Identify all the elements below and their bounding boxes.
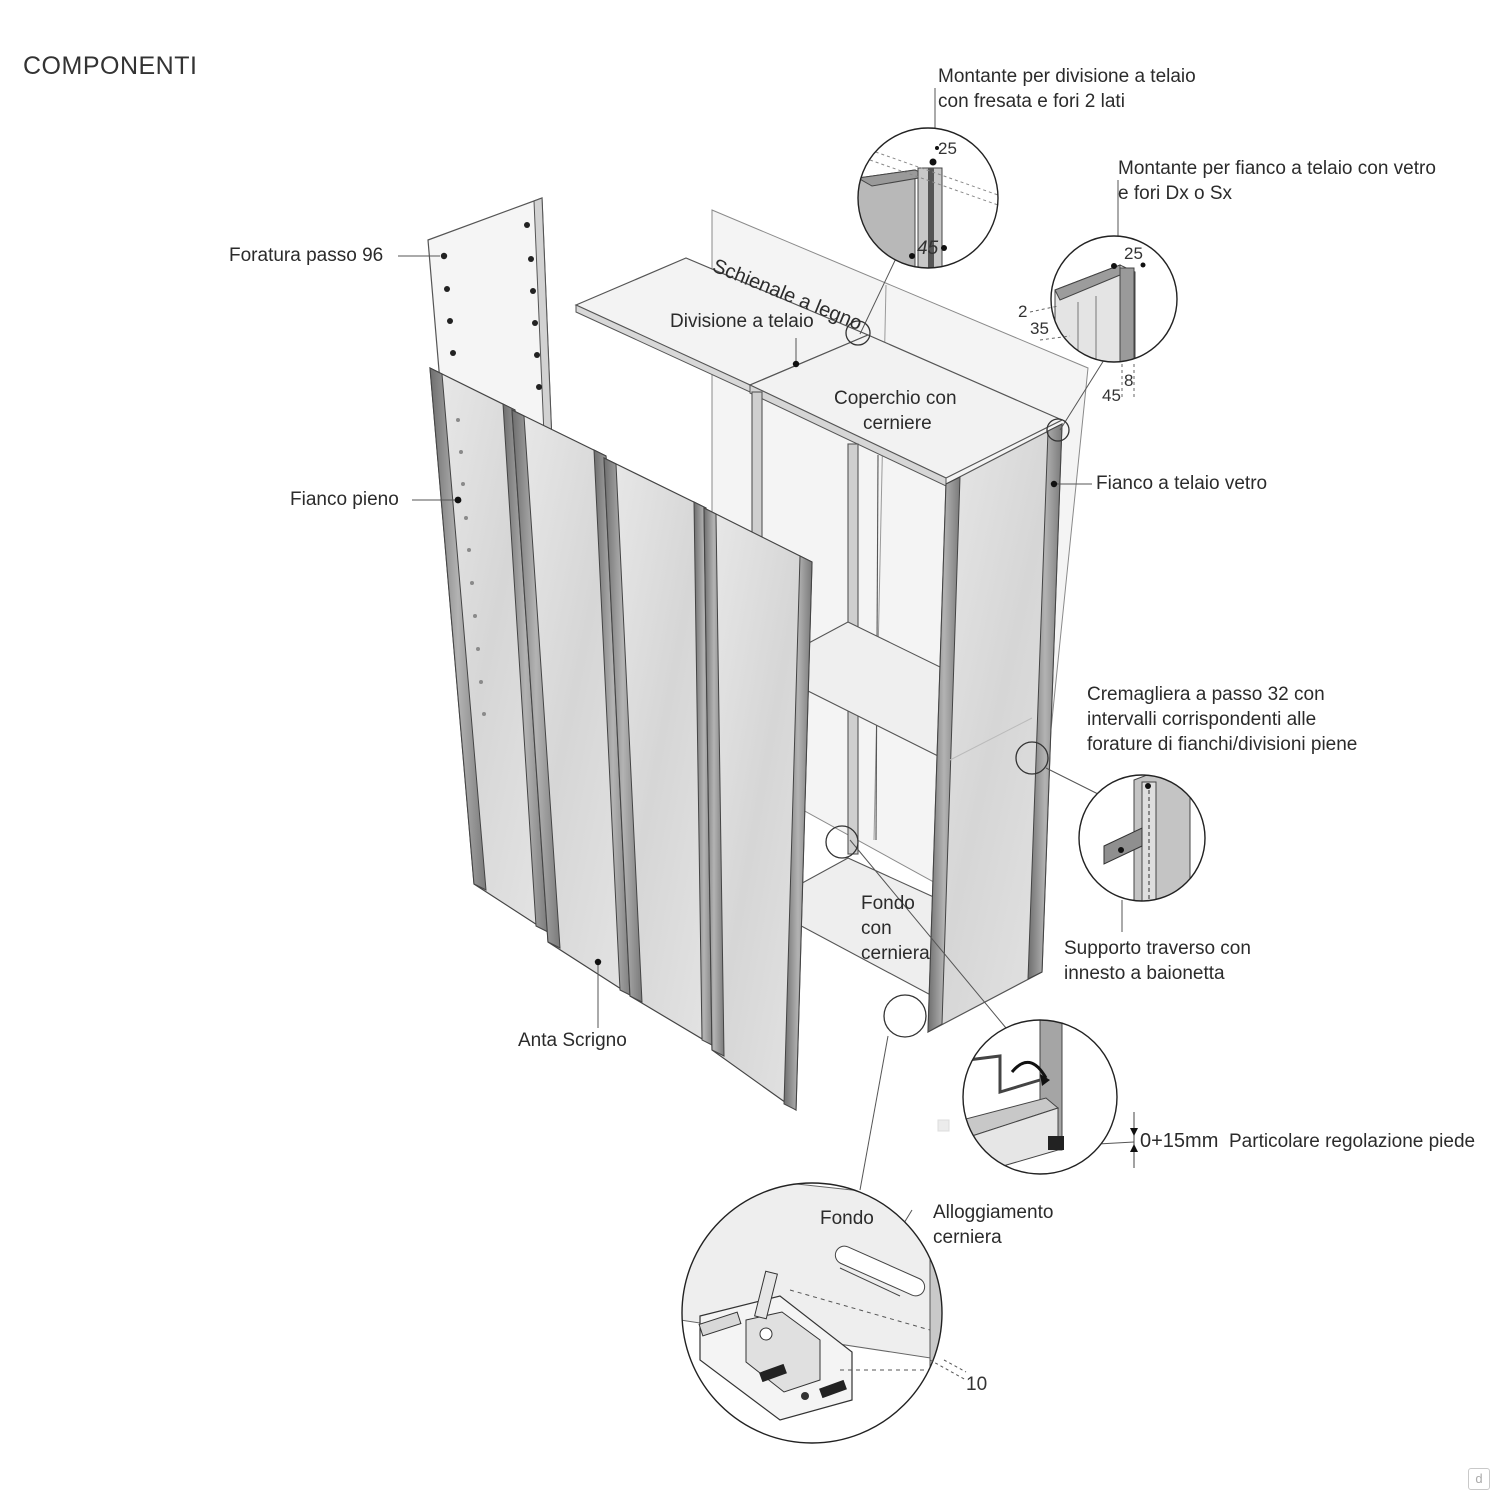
dim-45-divisione: 45 [917,238,939,259]
label-montante-div-line1: Montante per divisione a telaio [938,66,1196,87]
dim-10: 10 [966,1374,988,1395]
detail-montante-divisione [857,127,999,269]
door-panel-3 [603,457,715,1048]
label-foratura: Foratura passo 96 [229,245,384,266]
label-piede: Particolare regolazione piede [1229,1131,1476,1152]
label-alloggiamento-line2: cerniera [933,1227,1002,1248]
label-supporto-line2: innesto a baionetta [1064,963,1225,984]
label-fondo-cerniera-line1: Fondo [861,893,915,914]
small-square-mark [937,1119,950,1132]
dim-25-fianco: 25 [1124,244,1143,263]
door-panel-4 [703,507,813,1112]
detail-montante-fianco [1029,235,1178,400]
label-cremagliera-line3: forature di fianchi/divisioni piene [1087,734,1358,755]
watermark-logo: d [1468,1468,1490,1490]
dim-2: 2 [1018,302,1028,321]
label-divisione: Divisione a telaio [670,311,814,332]
label-fondo: Fondo [820,1208,874,1229]
label-supporto-line1: Supporto traverso con [1064,938,1251,959]
glass-side-frame [927,422,1063,1034]
dim-25-divisione: 25 [938,139,957,158]
door-panel-2 [511,409,633,998]
detail-markers [825,320,1070,1038]
label-piede-range: 0+15mm [1140,1130,1219,1152]
label-montante-div-line2: con fresata e fori 2 lati [938,91,1125,112]
dim-8: 8 [1124,371,1134,390]
doors-group [429,366,813,1112]
label-montante-fianco-line1: Montante per fianco a telaio con vetro [1118,158,1436,179]
label-fianco-pieno: Fianco pieno [290,489,399,510]
label-fianco-telaio: Fianco a telaio vetro [1096,473,1268,494]
page-title: COMPONENTI [23,52,198,80]
detail-cremagliera [1078,774,1206,902]
label-coperchio-line1: Coperchio con [834,388,957,409]
label-cremagliera-line1: Cremagliera a passo 32 con [1087,684,1325,705]
label-cremagliera-line2: intervalli corrispondenti alle [1087,709,1317,730]
dim-35: 35 [1030,319,1049,338]
label-anta-scrigno: Anta Scrigno [518,1030,627,1051]
detail-fondo-cerniera [681,1182,967,1444]
label-coperchio-line2: cerniere [863,413,932,434]
label-fondo-cerniera-line2: con [861,918,892,939]
dim-45-fianco: 45 [1102,386,1121,405]
label-montante-fianco-line2: e fori Dx o Sx [1118,183,1233,204]
label-alloggiamento-line1: Alloggiamento [933,1202,1054,1223]
detail-piede [962,1019,1138,1175]
label-fondo-cerniera-line3: cerniera [861,943,930,964]
